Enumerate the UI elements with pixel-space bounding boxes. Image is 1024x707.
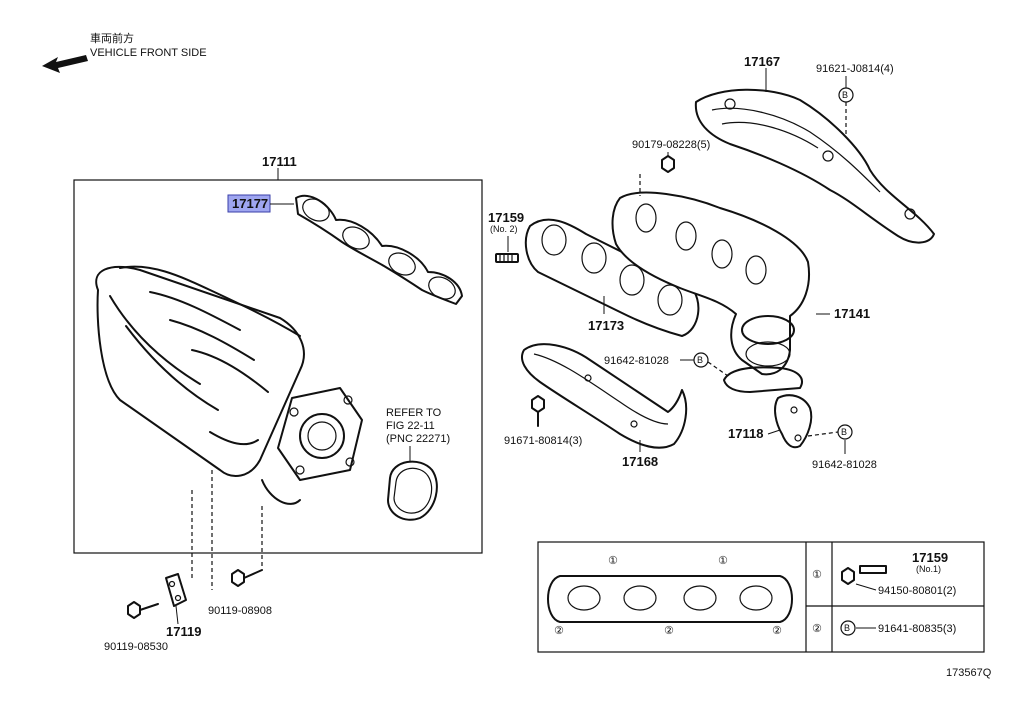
exhaust-manifold-gasket[interactable] [524, 218, 700, 337]
part-label-91642-81028-b: 91642-81028 [812, 459, 877, 471]
part-label-17159-no2: 17159 [488, 210, 524, 225]
part-label-17177[interactable]: 17177 [232, 196, 268, 211]
nut-90179-08228[interactable] [661, 155, 675, 173]
intake-manifold-frame [73, 179, 483, 554]
legend-b-label: B [844, 623, 850, 633]
legend-gasket-outline [547, 575, 793, 623]
legend-b-icon [840, 620, 856, 636]
part-label-17141: 17141 [834, 306, 870, 321]
dash-bracket [807, 431, 839, 437]
bolt-90119-08908[interactable] [231, 569, 263, 587]
legend-stud-icon [859, 565, 887, 574]
part-label-91671-80814: 91671-80814(3) [504, 435, 582, 447]
refer-line-1: REFER TO [386, 407, 442, 419]
legend-row1-marker: ① [812, 569, 822, 581]
bracket-leader [767, 429, 781, 435]
vehicle-front-jp-label: 車両前方 [90, 31, 134, 45]
legend-label-91641: 91641-80835(3) [878, 623, 956, 635]
legend-callout-2b: ② [664, 625, 674, 637]
legend-label-94150: 94150-80801(2) [878, 585, 956, 597]
front-arrow-icon [42, 55, 88, 73]
legend-callout-2a: ② [554, 625, 564, 637]
callout-b-label: B [842, 90, 848, 100]
manifold-bracket[interactable] [774, 394, 813, 449]
exhaust-manifold[interactable] [611, 191, 810, 393]
bolt-91671-80814[interactable] [531, 395, 545, 427]
part-label-17168: 17168 [622, 454, 658, 469]
figure-code: 173567Q [946, 667, 992, 679]
part-label-90119-08908: 90119-08908 [208, 605, 272, 617]
throttle-body-gasket[interactable] [387, 460, 438, 521]
vehicle-front-indicator: 車両前方 VEHICLE FRONT SIDE [42, 31, 207, 73]
part-label-17167: 17167 [744, 54, 780, 69]
manifold-stay[interactable] [165, 573, 187, 607]
legend-callout-1b: ① [718, 555, 728, 567]
dash-91642-a [707, 361, 729, 377]
part-label-91621-j0814: 91621-J0814(4) [816, 63, 894, 75]
stud-17159-no2[interactable] [495, 253, 519, 263]
refer-line-2[interactable]: FIG 22-11 [386, 420, 435, 432]
legend-label-17159-sub: (No.1) [916, 564, 941, 574]
part-label-17119: 17119 [166, 624, 201, 639]
legend-box: ① ① ② ② ② ① ② 17159 (No.1) 94150-80801(2… [537, 541, 985, 653]
callout-b-a-icon [693, 352, 709, 368]
legend-nut-icon [841, 567, 855, 585]
callout-b-a-label: B [697, 355, 703, 365]
heat-insulator-lower[interactable] [521, 343, 688, 449]
part-label-17118: 17118 [728, 426, 763, 441]
part-label-17159-no2-sub: (No. 2) [490, 224, 518, 234]
part-label-90179-08228: 90179-08228(5) [632, 139, 710, 151]
heat-insulator-upper[interactable] [694, 88, 935, 244]
legend-callout-2c: ② [772, 625, 782, 637]
bolt-90119-08530[interactable] [127, 601, 159, 619]
stay-leader [175, 605, 179, 625]
legend-nut-leader [855, 583, 877, 591]
legend-row2-marker: ② [812, 623, 822, 635]
part-label-17173: 17173 [588, 318, 624, 333]
part-label-91642-81028-a: 91642-81028 [604, 355, 669, 367]
legend-label-17159: 17159 [912, 550, 948, 565]
legend-callout-1a: ① [608, 555, 618, 567]
callout-b-b-icon [837, 424, 853, 440]
part-label-90119-08530: 90119-08530 [104, 641, 168, 653]
vehicle-front-en-label: VEHICLE FRONT SIDE [90, 47, 207, 59]
refer-line-3: (PNC 22271) [386, 433, 450, 445]
intake-manifold-gasket[interactable] [295, 194, 463, 305]
intake-manifold[interactable] [95, 265, 363, 505]
callout-b-b-label: B [841, 427, 847, 437]
part-label-17111: 17111 [262, 154, 297, 169]
